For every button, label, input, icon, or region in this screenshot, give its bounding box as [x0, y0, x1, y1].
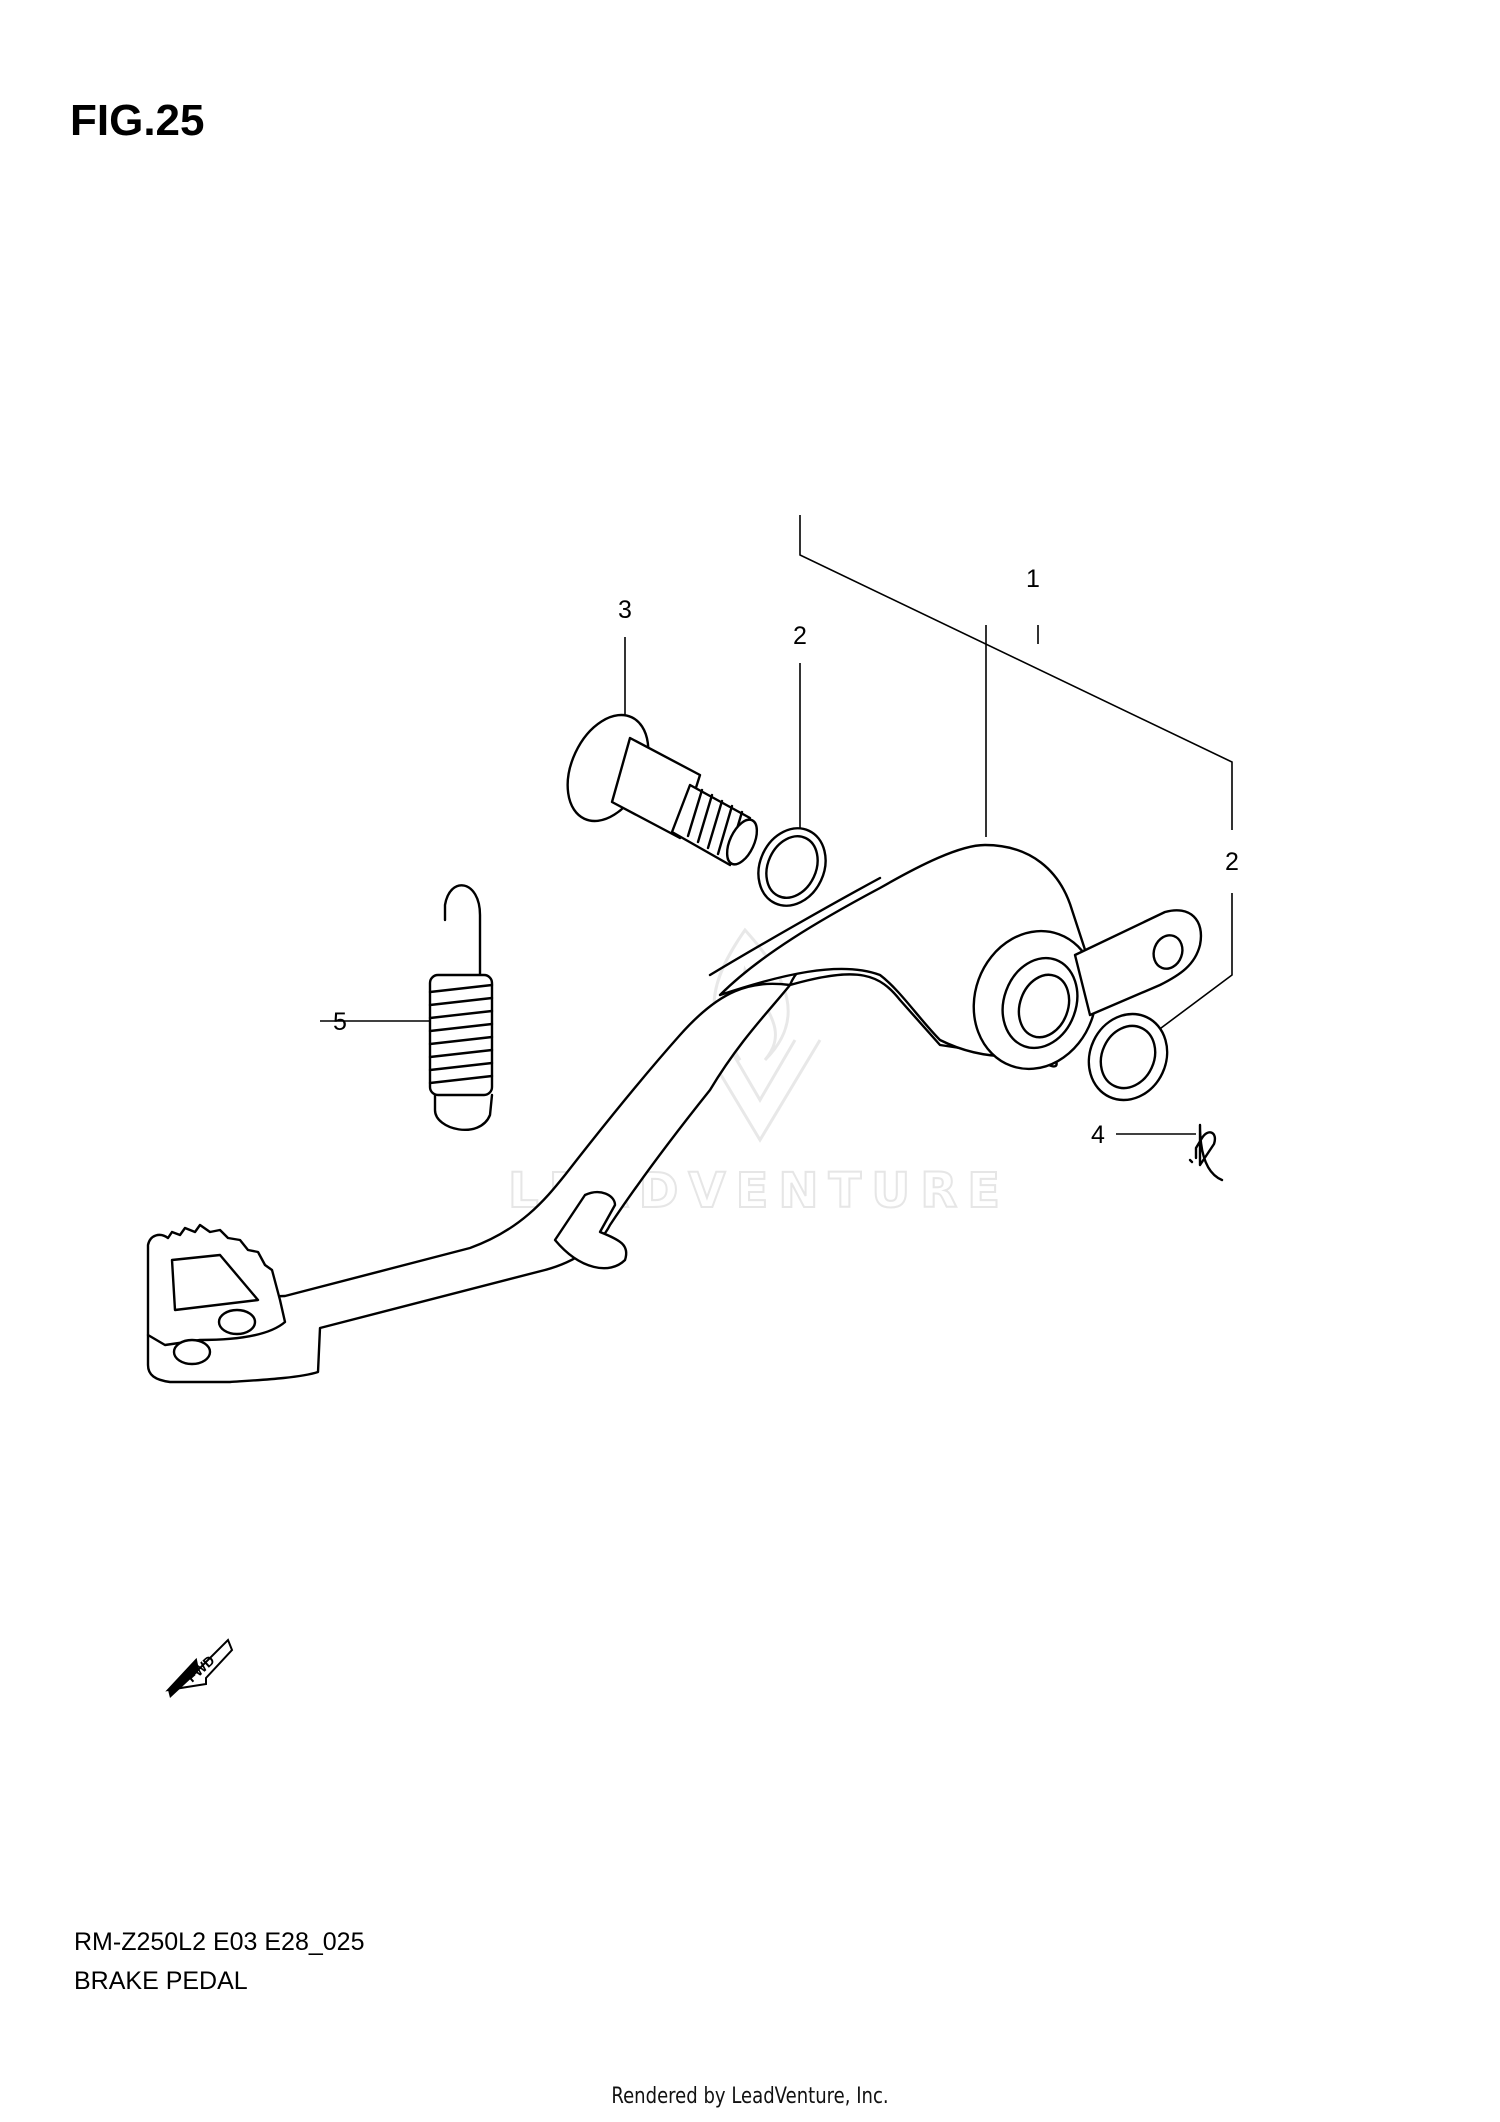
- model-code: RM-Z250L2 E03 E28_025: [74, 1928, 365, 1956]
- pivot-bolt: [566, 713, 759, 867]
- footer-credit: Rendered by LeadVenture, Inc.: [611, 2084, 889, 2109]
- return-spring: [428, 884, 494, 1131]
- callout-1: 1: [1026, 565, 1040, 593]
- figure-title: FIG.25: [70, 96, 205, 145]
- cotter-pin: [1188, 1123, 1224, 1182]
- callout-4: 4: [1091, 1121, 1105, 1149]
- callout-5: 5: [333, 1008, 347, 1036]
- leader-lines: [320, 515, 1233, 1135]
- callout-3: 3: [618, 596, 632, 624]
- seal-lower: [1087, 1012, 1169, 1102]
- callout-2a: 2: [793, 622, 807, 650]
- fwd-arrow-icon: FWD: [165, 1638, 234, 1698]
- brake-pedal: [146, 843, 1203, 1384]
- callout-2b: 2: [1225, 848, 1239, 876]
- seal-upper: [757, 827, 827, 907]
- figure-name: BRAKE PEDAL: [74, 1967, 248, 1995]
